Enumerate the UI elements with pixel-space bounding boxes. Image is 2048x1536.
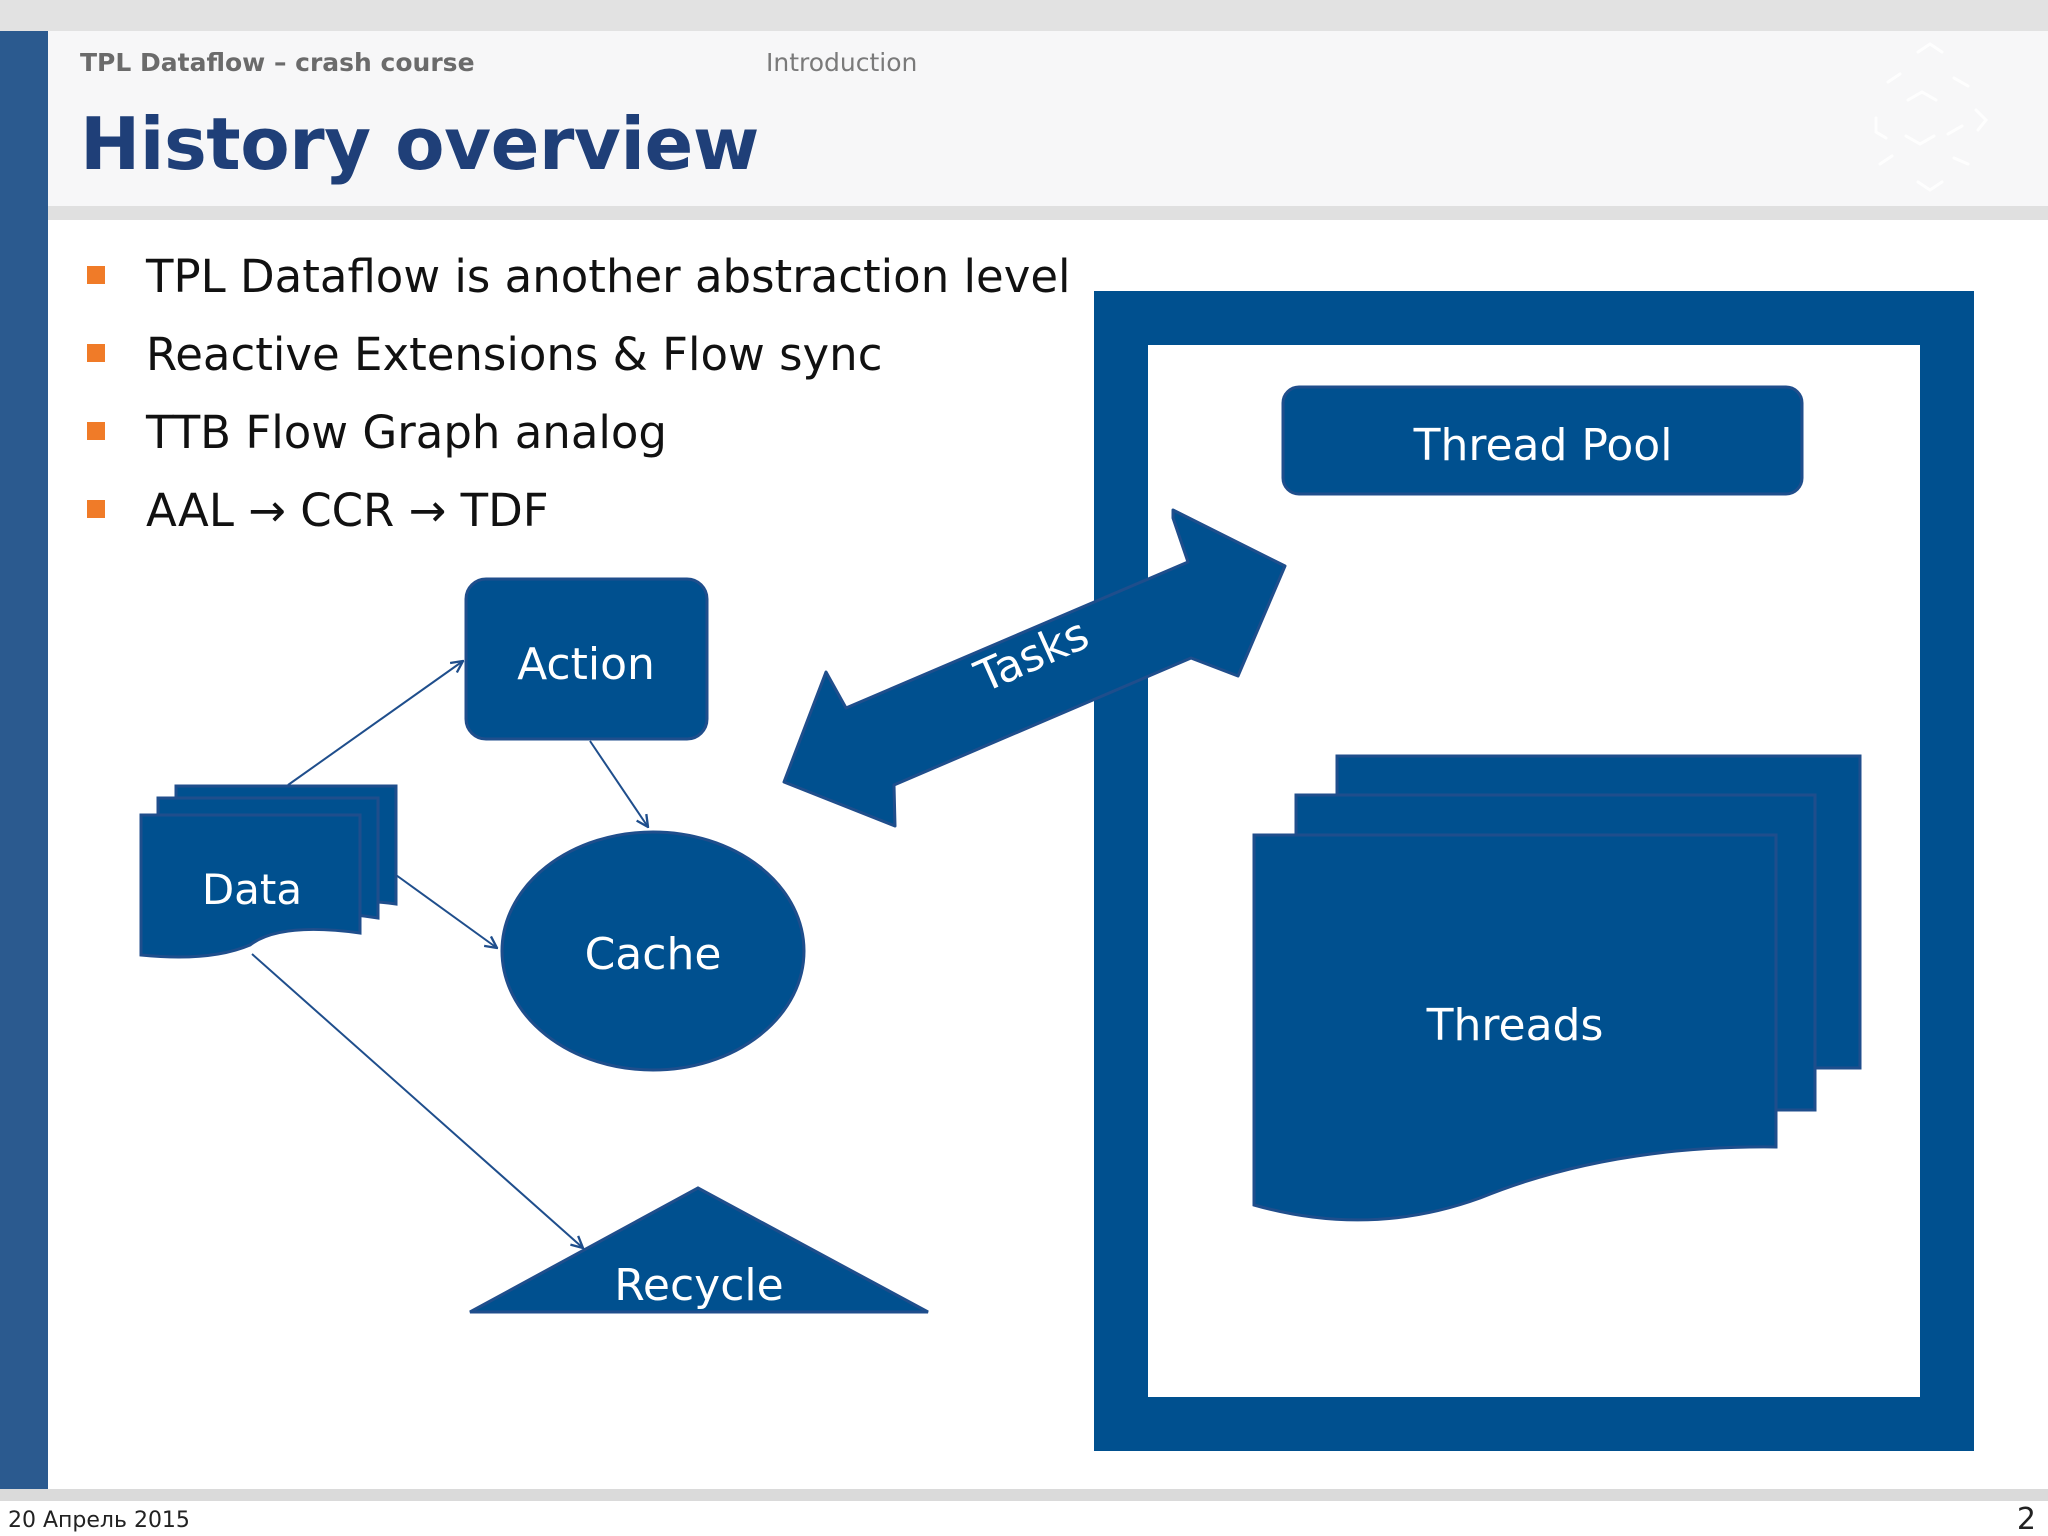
recycle-label: Recycle <box>614 1260 783 1311</box>
bullet-marker <box>87 500 105 518</box>
slide-header <box>48 31 2048 206</box>
threads-label: Threads <box>1426 1000 1604 1051</box>
recycle-shape <box>469 1186 929 1314</box>
bullet-text: TPL Dataflow is another abstraction leve… <box>146 250 1071 303</box>
top-stripe <box>0 0 2048 31</box>
thread-pool-shape <box>1281 385 1804 496</box>
logo-icon <box>1874 42 1989 192</box>
footer-divider <box>0 1489 2048 1501</box>
tasks-arrow-shape <box>782 508 1287 828</box>
bullet-marker <box>87 266 105 284</box>
left-accent-bar <box>0 31 48 1489</box>
action-label: Action <box>517 639 655 690</box>
connector-data-to-recycle <box>251 953 583 1248</box>
page-title: History overview <box>80 102 759 186</box>
thread-pool-label: Thread Pool <box>1413 420 1673 471</box>
bullet-marker <box>87 422 105 440</box>
course-title: TPL Dataflow – crash course <box>80 48 475 77</box>
section-title: Introduction <box>766 48 918 77</box>
header-divider <box>48 206 2048 220</box>
threads-shape <box>1252 754 1862 1222</box>
connector-data-to-action <box>287 661 463 786</box>
footer-date: 20 Апрель 2015 <box>8 1508 190 1533</box>
bullet-text: Reactive Extensions & Flow sync <box>146 328 883 381</box>
data-shape <box>139 784 398 959</box>
data-label: Data <box>202 865 302 914</box>
page-number: 2 <box>2016 1502 2036 1536</box>
cache-shape <box>500 830 806 1072</box>
connector-action-to-cache <box>589 740 648 827</box>
connector-data-to-cache <box>395 874 497 948</box>
action-shape <box>464 577 709 741</box>
bullet-marker <box>87 344 105 362</box>
cache-label: Cache <box>585 929 722 980</box>
bullet-text: AAL → CCR → TDF <box>146 484 549 537</box>
bullet-text: TTB Flow Graph analog <box>146 406 667 459</box>
